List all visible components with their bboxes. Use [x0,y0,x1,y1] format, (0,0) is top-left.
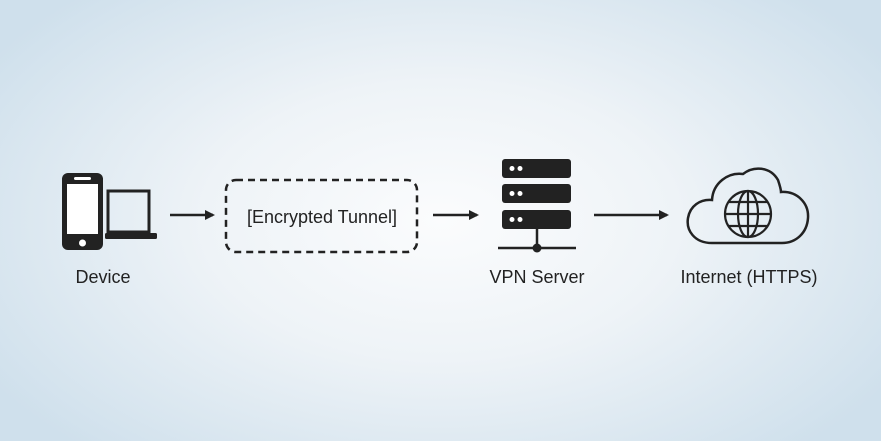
tunnel-label: [Encrypted Tunnel] [247,207,397,227]
internet-label: Internet (HTTPS) [680,267,817,287]
laptop-icon [105,189,157,239]
tunnel-node: [Encrypted Tunnel] [224,178,419,254]
cloud-icon [686,167,810,245]
server-icon [498,159,576,253]
device-label: Device [75,267,130,287]
globe-icon [723,189,773,239]
internet-node: Internet (HTTPS) [680,167,818,287]
phone-icon [62,173,103,250]
tunnel-dashed-box [224,178,419,254]
vpn-node: VPN Server [489,159,585,287]
device-node: Device [62,173,157,287]
vpn-label: VPN Server [489,267,584,287]
